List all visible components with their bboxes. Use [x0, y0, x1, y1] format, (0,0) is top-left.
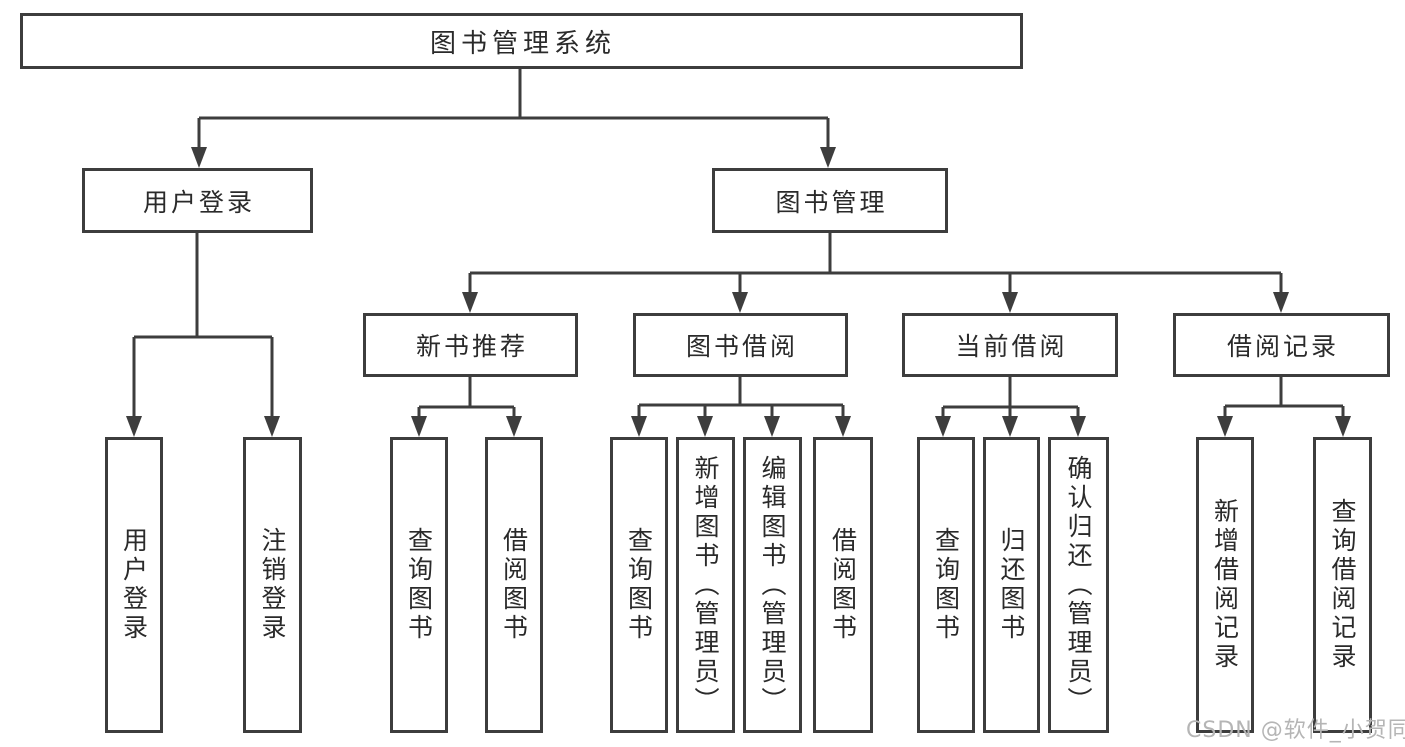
arrow-icon	[411, 416, 427, 437]
arrow-icon	[1002, 416, 1018, 437]
arrow-icon	[1002, 292, 1018, 313]
leaf-logout: 注销登录	[243, 437, 302, 733]
connector-user-login	[132, 233, 274, 419]
leaf-query-borrow-record: 查询借阅记录	[1313, 437, 1372, 733]
arrow-icon	[935, 416, 951, 437]
node-label: 借阅记录	[1226, 332, 1339, 361]
arrow-icon	[1070, 416, 1086, 437]
watermark: CSDN @软件_小贺同学	[1186, 718, 1405, 743]
node-label: 确认归还（管理员）	[1064, 454, 1093, 716]
node-book-borrow: 图书借阅	[633, 313, 848, 377]
leaf-add-borrow-record: 新增借阅记录	[1196, 437, 1254, 733]
leaf-return-books: 归还图书	[983, 437, 1040, 733]
leaf-query-books-recommend: 查询图书	[390, 437, 448, 733]
leaf-user-login: 用户登录	[105, 437, 163, 733]
connector-borrow-records	[1223, 377, 1345, 419]
connector-current-borrow	[941, 377, 1080, 419]
node-root: 图书管理系统	[20, 13, 1023, 69]
arrow-icon	[1273, 292, 1289, 313]
arrow-icon	[732, 292, 748, 313]
arrow-icon	[835, 416, 851, 437]
node-root-label: 图书管理系统	[429, 28, 616, 59]
leaf-confirm-return-admin: 确认归还（管理员）	[1048, 437, 1109, 733]
arrow-icon	[462, 292, 478, 313]
connector-book-borrow	[637, 377, 845, 419]
arrow-icon	[631, 416, 647, 437]
node-label: 查询图书	[931, 527, 961, 643]
node-label: 图书管理	[775, 187, 888, 217]
connector-book-management	[468, 233, 1283, 294]
node-label: 编辑图书（管理员）	[758, 454, 787, 716]
node-user-login-branch: 用户登录	[82, 168, 313, 233]
node-borrow-records: 借阅记录	[1173, 313, 1390, 377]
arrow-icon	[191, 147, 207, 168]
leaf-borrow-books-recommend: 借阅图书	[485, 437, 543, 733]
arrow-icon	[820, 147, 836, 168]
node-label: 查询借阅记录	[1328, 498, 1357, 672]
leaf-query-books-borrow: 查询图书	[610, 437, 668, 733]
leaf-borrow-books: 借阅图书	[813, 437, 873, 733]
arrow-icon	[697, 416, 713, 437]
arrow-icon	[1217, 416, 1233, 437]
node-label: 归还图书	[997, 527, 1026, 643]
node-label: 当前借阅	[955, 332, 1068, 361]
arrow-icon	[506, 416, 522, 437]
node-current-borrow: 当前借阅	[902, 313, 1118, 377]
arrow-icon	[764, 416, 780, 437]
node-label: 借阅图书	[828, 527, 858, 643]
node-label: 查询图书	[624, 527, 654, 643]
leaf-query-books-current: 查询图书	[917, 437, 975, 733]
node-label: 查询图书	[404, 527, 434, 643]
leaf-edit-book-admin: 编辑图书（管理员）	[743, 437, 802, 733]
node-label: 借阅图书	[499, 527, 529, 643]
node-label: 图书借阅	[685, 332, 798, 361]
node-label: 新增借阅记录	[1210, 498, 1240, 672]
arrow-icon	[1335, 416, 1351, 437]
leaf-add-book-admin: 新增图书（管理员）	[676, 437, 735, 733]
node-label: 注销登录	[258, 527, 287, 643]
node-new-book-recommend: 新书推荐	[363, 313, 578, 377]
connector-root	[197, 69, 830, 150]
node-label: 用户登录	[142, 187, 255, 217]
node-label: 用户登录	[119, 527, 149, 643]
node-book-management-branch: 图书管理	[712, 168, 948, 233]
connector-new-book-recommend	[417, 377, 516, 419]
node-label: 新书推荐	[415, 332, 528, 361]
arrow-icon	[126, 416, 142, 437]
arrow-icon	[264, 416, 280, 437]
node-label: 新增图书（管理员）	[691, 454, 720, 716]
